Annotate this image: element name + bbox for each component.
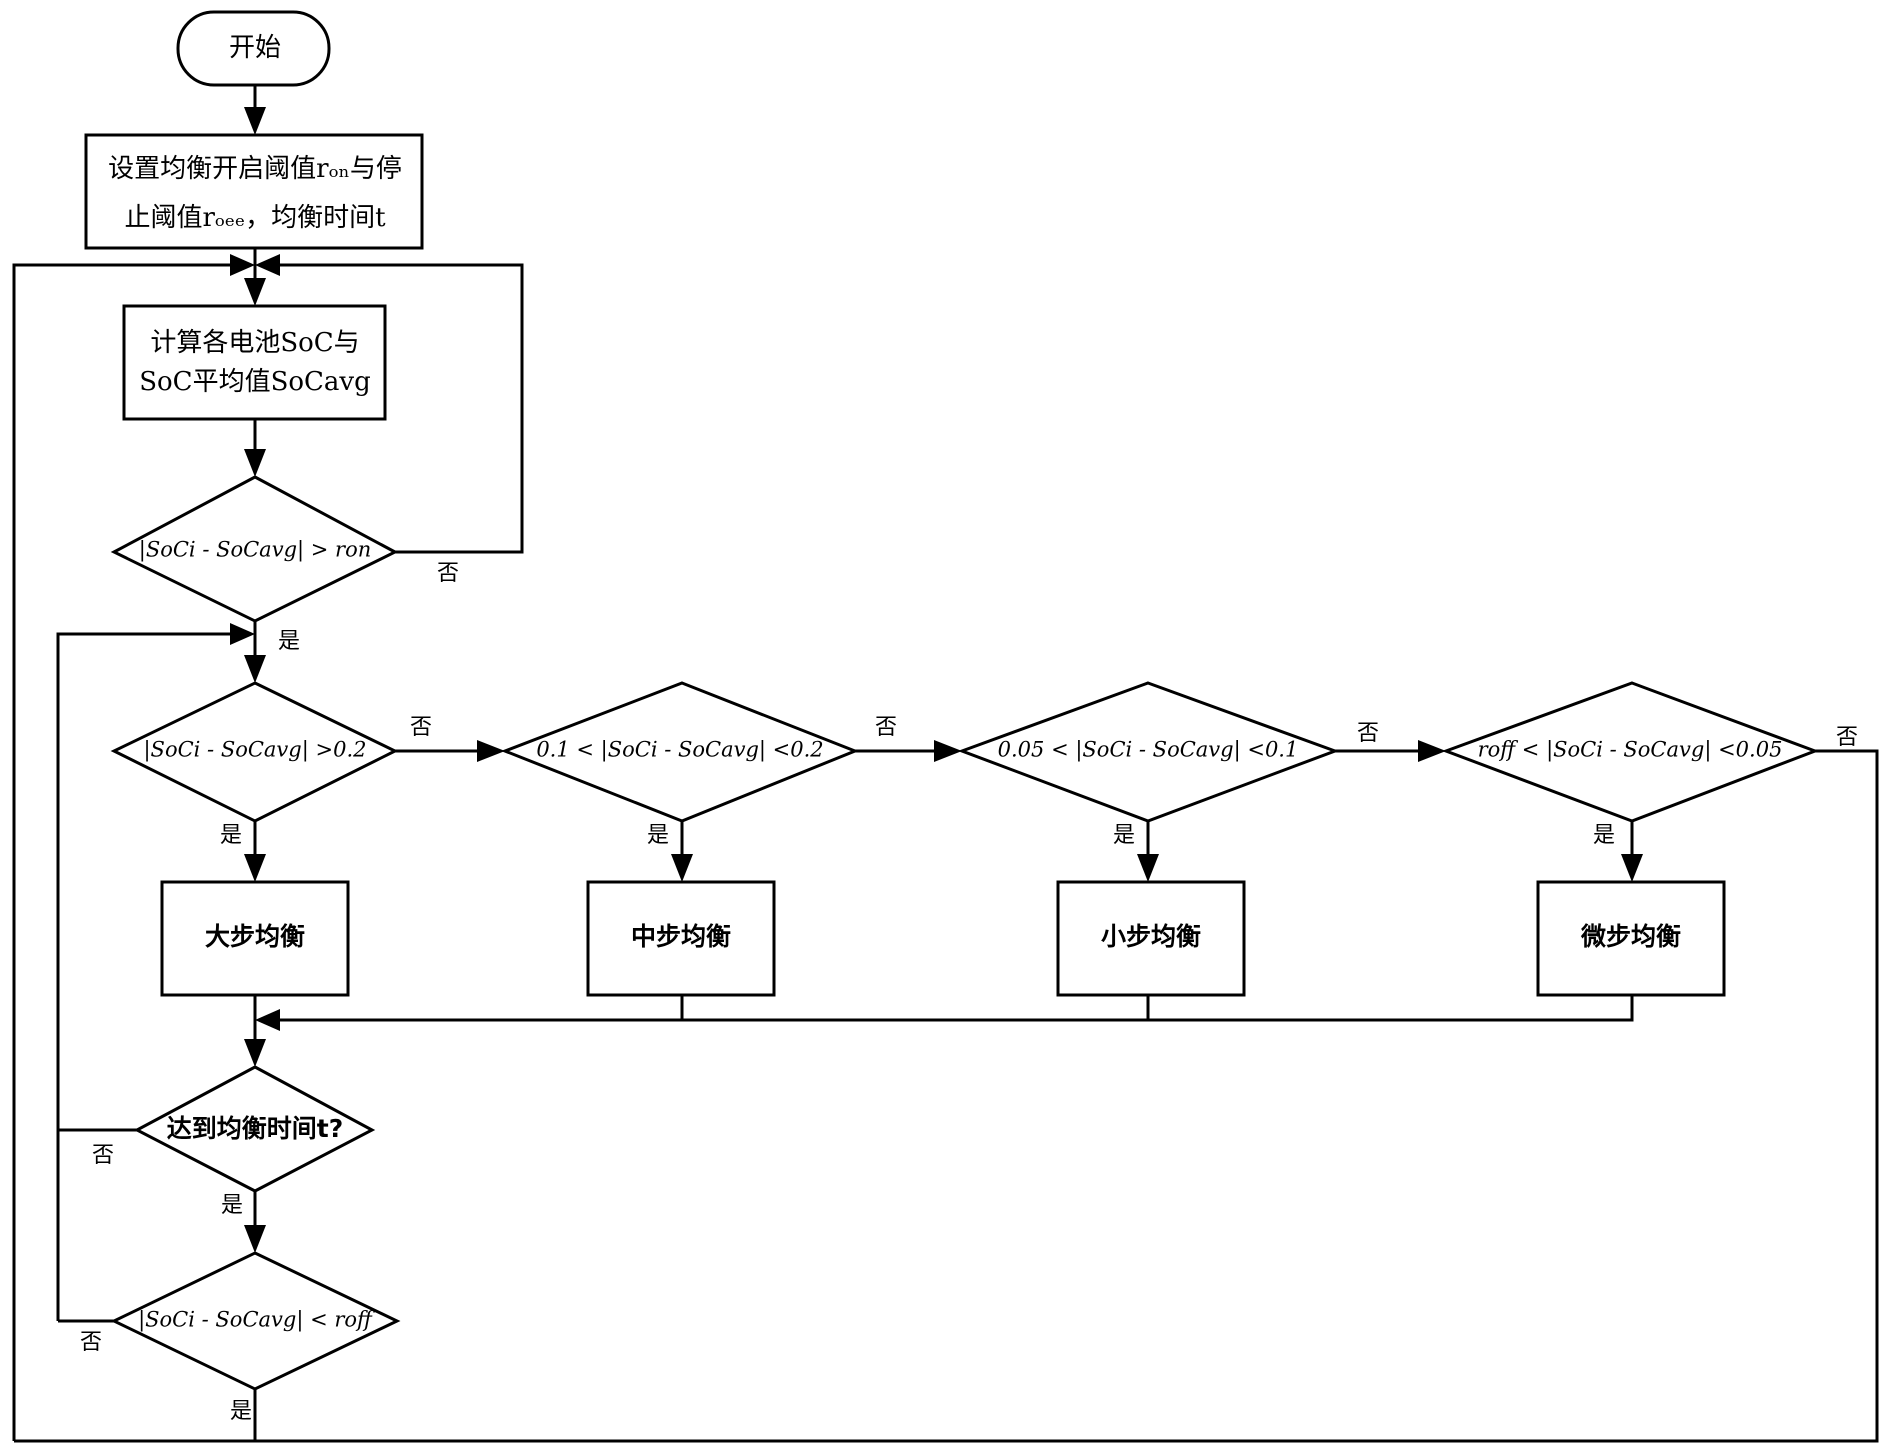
box-micro xyxy=(1536,880,1726,997)
label-check-on-yes: 是 xyxy=(278,629,300,654)
setup-label-line1: 设置均衡开启阈值rₒₙ与停 xyxy=(108,154,402,184)
edge-merge-bus xyxy=(277,995,1634,1022)
calc-label-line1: 计算各电池SoC与 xyxy=(150,328,359,358)
label-small-yes: 是 xyxy=(1113,823,1135,848)
start-label: 开始 xyxy=(229,33,281,63)
arrowhead-cond-big xyxy=(244,655,266,683)
cond-small-label: 0.05 < |SoCi - SoCavg| <0.1 xyxy=(998,738,1299,763)
setup-label-line2: 止阈值rₒₑₑ，均衡时间t xyxy=(124,203,386,233)
check-time-label: 达到均衡时间t? xyxy=(167,1114,343,1143)
label-big-yes: 是 xyxy=(220,823,242,848)
edge-time-no xyxy=(56,632,233,1132)
arrowhead-setup xyxy=(244,107,266,135)
box-mid-label: 中步均衡 xyxy=(631,922,731,951)
arrowhead-calc xyxy=(244,278,266,306)
arrowhead-box-small xyxy=(1137,854,1159,882)
arrowhead-box-mid xyxy=(671,854,693,882)
arrowhead-loop-right xyxy=(255,254,280,276)
check-off-label: |SoCi - SoCavg| < roff xyxy=(138,1308,375,1333)
calc-box xyxy=(122,304,387,421)
label-micro-no: 否 xyxy=(1836,725,1858,750)
edge-outer-loop xyxy=(12,263,233,1441)
cond-big-label: |SoCi - SoCavg| >0.2 xyxy=(143,738,366,763)
arrowhead-check-off xyxy=(244,1225,266,1253)
box-big-label: 大步均衡 xyxy=(205,922,305,951)
label-off-no: 否 xyxy=(80,1330,102,1355)
box-micro-label: 微步均衡 xyxy=(1580,922,1681,951)
cond-mid-label: 0.1 < |SoCi - SoCavg| <0.2 xyxy=(536,738,823,763)
arrowhead-mid xyxy=(477,740,505,762)
arrowhead-box-big xyxy=(244,854,266,882)
box-small-label: 小步均衡 xyxy=(1101,922,1201,951)
arrowhead-check-on xyxy=(244,449,266,477)
check-on-label: |SoCi - SoCavg| > ron xyxy=(139,538,372,563)
label-small-no: 否 xyxy=(1357,721,1379,746)
arrowhead-small xyxy=(934,740,962,762)
edge-micro-no xyxy=(14,749,1879,1443)
cond-micro-label: roff < |SoCi - SoCavg| <0.05 xyxy=(1478,738,1783,763)
label-time-yes: 是 xyxy=(221,1193,243,1218)
label-big-no: 否 xyxy=(410,715,432,740)
arrowhead-loop-left xyxy=(230,254,255,276)
label-off-yes: 是 xyxy=(230,1399,252,1424)
label-check-on-no: 否 xyxy=(437,561,459,586)
box-mid xyxy=(586,880,776,997)
label-mid-yes: 是 xyxy=(647,823,669,848)
box-small xyxy=(1056,880,1246,997)
edge-check-on-no xyxy=(277,263,524,554)
arrowhead-box-micro xyxy=(1621,854,1643,882)
label-time-no: 否 xyxy=(92,1143,114,1168)
arrowhead-time-loop xyxy=(230,623,255,645)
label-micro-yes: 是 xyxy=(1593,823,1615,848)
setup-box xyxy=(84,133,424,250)
arrowhead-micro xyxy=(1418,740,1446,762)
arrowhead-merge xyxy=(255,1009,280,1031)
label-mid-no: 否 xyxy=(875,715,897,740)
arrowhead-check-time xyxy=(244,1039,266,1067)
calc-label-line2: SoC平均值SoCavg xyxy=(139,367,371,397)
